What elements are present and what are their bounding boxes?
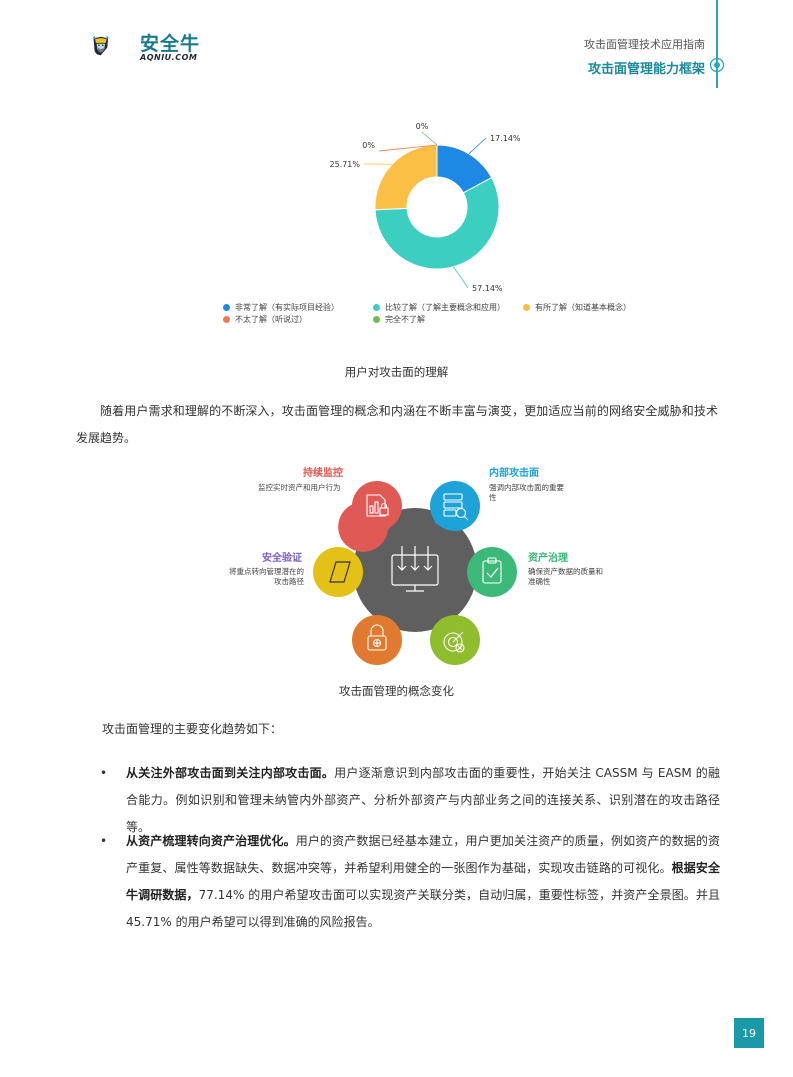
pin-padlock (352, 615, 402, 665)
data-label: 17.14% (490, 134, 521, 143)
pin-desc: 强调内部攻击面的重要性 (489, 483, 564, 502)
pin-security-validation (313, 547, 363, 597)
list-item-body: 用户的资产数据已经基本建立，用户更加关注资产的质量，例如资产的数据的资产重复、属… (126, 834, 720, 875)
concept-diagram (313, 481, 517, 665)
pie-slice (374, 144, 438, 211)
list-item-bold: 从资产梳理转向资产治理优化。 (126, 834, 296, 848)
page-number: 19 (734, 1018, 764, 1048)
legend-label: 比较了解（了解主要概念和应用） (385, 303, 505, 312)
legend-swatch (373, 304, 380, 311)
pin-asset-governance (467, 547, 517, 597)
pin-internal-attack-surface (430, 481, 480, 531)
list-item-bold: 从关注外部攻击面到关注内部攻击面。 (126, 766, 335, 780)
brand-domain: AQNIU.COM (140, 53, 198, 62)
pin-target (430, 615, 480, 665)
doc-title: 攻击面管理技术应用指南 (584, 38, 705, 51)
data-label: 25.71% (329, 160, 360, 169)
legend-swatch (223, 304, 230, 311)
dashboard-lock-icon (366, 494, 389, 517)
pin-title: 资产治理 (528, 553, 568, 564)
leader-line (378, 144, 438, 152)
legend-item: 有所了解（知道基本概念） (523, 302, 631, 313)
parallelogram-icon (329, 561, 351, 583)
monitor-download-icon (391, 546, 439, 592)
legend-swatch (223, 316, 230, 323)
pie-slice (374, 176, 500, 270)
pin-desc: 确保资产数据的质量和准确性 (528, 567, 603, 586)
data-label: 57.14% (472, 284, 503, 293)
pin-desc: 监控实时资产和用户行为 (258, 483, 341, 492)
leader-line (421, 131, 438, 146)
legend-label: 完全不了解 (385, 315, 425, 324)
clipboard-check-icon (482, 557, 502, 584)
legend-label: 不太了解（听说过） (235, 315, 307, 324)
body-paragraph: 随着用户需求和理解的不断深入，攻击面管理的概念和内涵在不断丰富与演变，更加适应当… (76, 404, 718, 445)
list-item-bold: 根据安全牛调研数据， (126, 861, 720, 902)
pin-title: 安全验证 (262, 553, 302, 564)
bullet-marker: • (100, 766, 108, 780)
legend-label: 非常了解（有实际项目经验） (235, 303, 339, 312)
data-label: 0% (416, 122, 429, 131)
padlock-icon (367, 624, 387, 651)
leader-line (468, 137, 487, 155)
legend-item: 完全不了解 (373, 314, 425, 325)
list-item: • 从资产梳理转向资产治理优化。用户的资产数据已经基本建立，用户更加关注资产的质… (100, 828, 720, 936)
list-item-text: 从关注外部攻击面到关注内部攻击面。用户逐渐意识到内部攻击面的重要性，开始关注 C… (126, 760, 720, 841)
pin-desc: 将重点转向管理潜在的攻击路径 (229, 567, 304, 586)
legend-item: 比较了解（了解主要概念和应用） (373, 302, 505, 313)
pin-title: 持续监控 (303, 468, 343, 479)
list-item-body: 用户逐渐意识到内部攻击面的重要性，开始关注 CASSM 与 EASM 的融合能力… (126, 766, 720, 834)
legend-item: 不太了解（听说过） (223, 314, 307, 325)
pin-continuous-monitoring (338, 481, 402, 552)
diagram-caption: 攻击面管理的概念变化 (339, 684, 454, 698)
legend-label: 有所了解（知道基本概念） (535, 303, 631, 312)
list-item-text: 从资产梳理转向资产治理优化。用户的资产数据已经基本建立，用户更加关注资产的质量，… (126, 828, 720, 936)
server-search-icon (443, 493, 469, 521)
data-label: 0% (362, 141, 375, 150)
header-divider (716, 0, 718, 88)
legend-item: 非常了解（有实际项目经验） (223, 302, 339, 313)
legend-swatch (523, 304, 530, 311)
donut-chart: 17.14% 57.14% 25.71% 0% 0% (329, 122, 521, 293)
leader-line (453, 266, 469, 289)
list-item-body: 77.14% 的用户希望攻击面可以实现资产关联分类，自动归属，重要性标签，并资产… (126, 888, 720, 929)
list-intro: 攻击面管理的主要变化趋势如下： (102, 722, 283, 736)
bullet-marker: • (100, 834, 108, 848)
brand-logo (92, 36, 109, 56)
target-cross-icon (443, 631, 465, 653)
list-item: • 从关注外部攻击面到关注内部攻击面。用户逐渐意识到内部攻击面的重要性，开始关注… (100, 760, 720, 841)
pin-title: 内部攻击面 (489, 468, 539, 479)
chart-caption: 用户对攻击面的理解 (344, 365, 449, 379)
brand-name: 安全牛 (140, 33, 201, 55)
section-title: 攻击面管理能力框架 (587, 62, 705, 77)
legend-swatch (373, 316, 380, 323)
